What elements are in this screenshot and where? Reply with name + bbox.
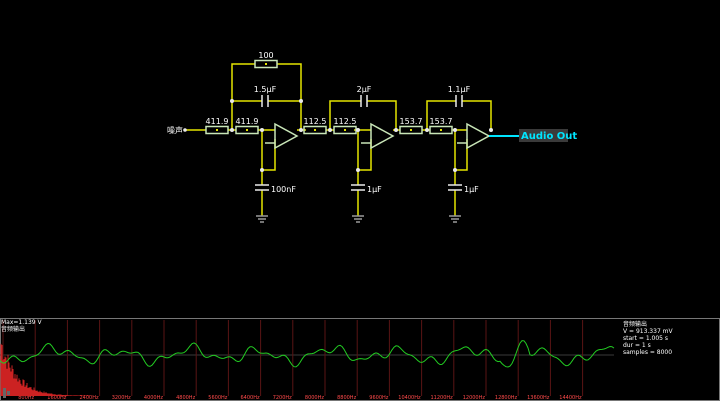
label-r2-in: 112.5 [304,117,327,126]
resistor-r1-in[interactable] [205,125,229,135]
opamp-2[interactable] [370,122,395,150]
opamp-1[interactable] [274,122,299,150]
freq-tick-label: 7200Hz [273,395,292,401]
ground-1 [256,215,268,223]
capacitor-c2-feedback[interactable] [360,95,368,107]
label-c2-feedback: 2µF [357,85,372,94]
capacitor-c2-ground[interactable] [351,184,365,191]
freq-tick-label: 14400Hz [559,395,582,401]
capacitor-c1-feedback[interactable] [261,95,269,107]
resistor-r1-feedback[interactable] [254,59,278,69]
capacitor-c1-ground[interactable] [255,184,269,191]
freq-tick-label: 5600Hz [208,395,227,401]
label-c1-feedback: 1.5µF [254,85,277,94]
opamp-3[interactable] [466,122,491,150]
ground-2 [352,215,364,223]
scope-left-readout: Max=1.139 V 音频输出 [1,319,42,333]
freq-tick-label: 12000Hz [463,395,486,401]
scope-info-samples: samples = 8000 [623,349,673,356]
frequency-ticks: 800Hz 1600Hz 2400Hz 3200Hz 4000Hz 4800Hz 5600H… [18,395,582,401]
nodes [183,99,493,172]
resistor-r3-in[interactable] [399,125,423,135]
scope-max-label: Max=1.139 V [1,319,42,326]
op-amps [274,122,491,150]
freq-tick-label: 11200Hz [431,395,454,401]
resistor-r3-mid[interactable] [429,125,453,135]
scope-trace [0,340,615,368]
scope-info: 音频输出 V = 913.337 mV start = 1.005 s dur … [623,321,673,356]
freq-tick-label: 13600Hz [527,395,550,401]
freq-tick-label: 4800Hz [176,395,195,401]
scope-info-start: start = 1.005 s [623,335,669,342]
label-c1-ground: 100nF [271,185,296,194]
label-r3-in: 153.7 [400,117,423,126]
capacitors [255,95,463,191]
label-c3-ground: 1µF [464,185,479,194]
resistor-r1-mid[interactable] [235,125,259,135]
freq-tick-label: 12800Hz [495,395,518,401]
input-label: 噪声 [167,125,183,135]
scope-panel[interactable]: 800Hz 1600Hz 2400Hz 3200Hz 4000Hz 4800Hz 5600H… [0,318,720,401]
scope-info-dur: dur = 1 s [623,342,651,349]
grounds [256,215,461,223]
label-r1-in: 411.9 [206,117,229,126]
capacitor-c3-feedback[interactable] [455,95,463,107]
label-r1-feedback: 100 [258,51,273,60]
output-label[interactable]: Audio Out [521,131,577,142]
freq-tick-label: 3200Hz [112,395,131,401]
freq-tick-label: 9600Hz [369,395,388,401]
resistor-r2-in[interactable] [303,125,327,135]
resistors [205,59,453,135]
scope-channel-label: 音频输出 [1,326,26,333]
spectrum-grid [2,320,584,396]
label-r2-mid: 112.5 [334,117,357,126]
spectrum-bars [0,343,90,396]
freq-tick-label: 8000Hz [305,395,324,401]
scope-info-title: 音频输出 [623,321,648,328]
label-r3-mid: 153.7 [430,117,453,126]
freq-tick-label: 1600Hz [47,395,66,401]
scope-info-value: V = 913.337 mV [623,328,673,335]
label-c3-feedback: 1.1µF [448,85,471,94]
scope-menu-icon[interactable] [3,388,11,398]
freq-tick-label: 4000Hz [144,395,163,401]
freq-tick-label: 8800Hz [337,395,356,401]
output-label-box [519,129,568,142]
label-r1-mid: 411.9 [236,117,259,126]
freq-tick-label: 800Hz [18,395,34,401]
ground-3 [449,215,461,223]
capacitor-c3-ground[interactable] [448,184,462,191]
label-c2-ground: 1µF [367,185,382,194]
circuit-schematic[interactable]: 噪声 100 1.5µF 411.9 411.9 100nF 2µF 112.5… [0,0,720,318]
wires [185,63,492,216]
scope-graph: 800Hz 1600Hz 2400Hz 3200Hz 4000Hz 4800Hz 5600H… [0,318,720,401]
freq-tick-label: 10400Hz [398,395,421,401]
freq-tick-label: 2400Hz [79,395,98,401]
freq-tick-label: 6400Hz [240,395,259,401]
